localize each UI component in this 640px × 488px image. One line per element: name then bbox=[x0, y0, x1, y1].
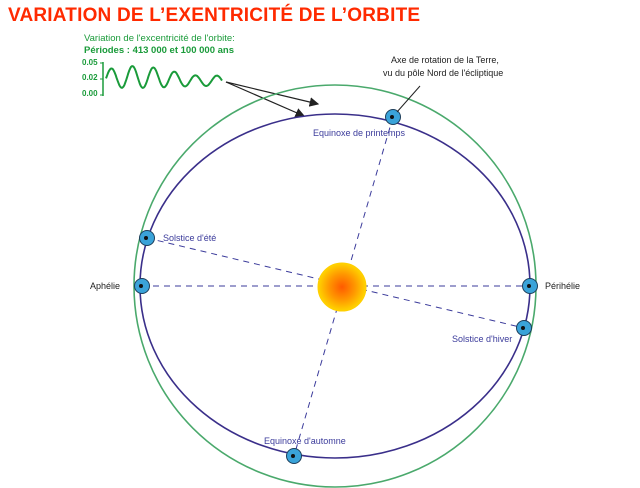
axis-note-leader bbox=[396, 85, 421, 113]
earth-autumn-equinox bbox=[286, 448, 302, 464]
arrow-to-circle bbox=[225, 81, 320, 107]
page-title: VARIATION DE L’EXENTRICITÉ DE L’ORBITE bbox=[8, 5, 421, 26]
label-summer-solstice: Solstice d'été bbox=[163, 233, 216, 243]
earth-perihelion bbox=[522, 278, 538, 294]
earth-summer-solstice bbox=[139, 230, 155, 246]
eccentricity-periods: Périodes : 413 000 et 100 000 ans bbox=[84, 45, 234, 56]
arrow-to-ellipse bbox=[225, 81, 306, 118]
sun-icon bbox=[317, 262, 367, 312]
axis-note-line2: vu du pôle Nord de l'écliptique bbox=[383, 68, 503, 78]
eccentricity-tick-low: 0.00 bbox=[82, 89, 98, 98]
earth-axis-dot bbox=[527, 284, 531, 288]
earth-axis-dot bbox=[521, 326, 525, 330]
label-perihelion: Périhélie bbox=[545, 281, 580, 291]
eccentricity-label: Variation de l'excentricité de l'orbite: bbox=[84, 33, 235, 44]
earth-axis-dot bbox=[144, 236, 148, 240]
solstice-line bbox=[146, 237, 525, 329]
earth-spring-equinox bbox=[385, 109, 401, 125]
earth-axis-dot bbox=[390, 115, 394, 119]
eccentricity-tick-mid: 0.02 bbox=[82, 73, 98, 82]
earth-axis-dot bbox=[291, 454, 295, 458]
earth-aphelion bbox=[134, 278, 150, 294]
eccentricity-curve bbox=[105, 65, 223, 89]
axis-note-line1: Axe de rotation de la Terre, bbox=[391, 55, 499, 65]
label-winter-solstice: Solstice d'hiver bbox=[452, 334, 512, 344]
label-aphelion: Aphélie bbox=[90, 281, 120, 291]
label-autumn-equinox: Equinoxe d'automne bbox=[264, 436, 346, 446]
label-spring-equinox: Equinoxe de printemps bbox=[313, 128, 406, 138]
earth-axis-dot bbox=[139, 284, 143, 288]
eccentricity-tick-high: 0.05 bbox=[82, 58, 98, 67]
earth-winter-solstice bbox=[516, 320, 532, 336]
